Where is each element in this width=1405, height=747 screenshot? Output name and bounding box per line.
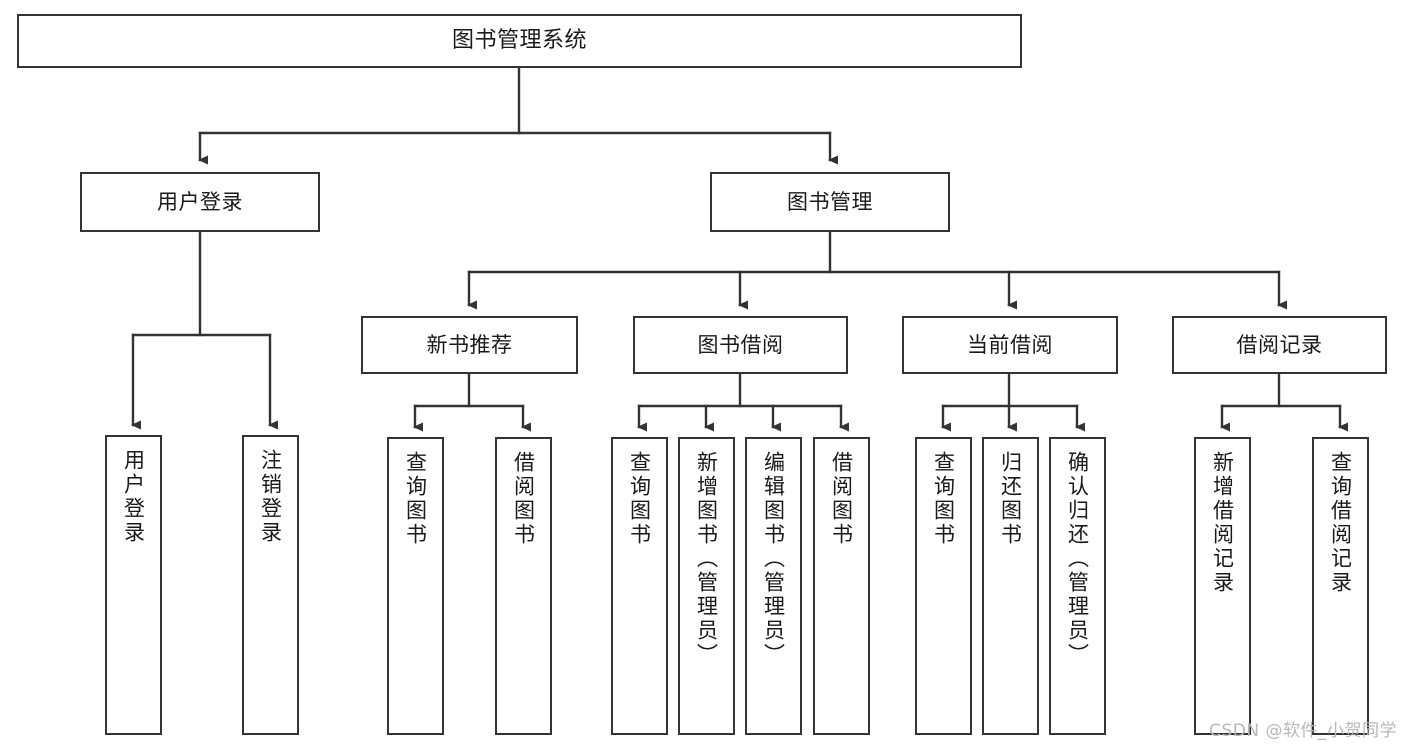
node-leaf-query-book-1[interactable]: 查询图书 [387,437,444,735]
node-borrow-record[interactable]: 借阅记录 [1172,316,1387,374]
node-label: 借阅图书 [511,451,536,547]
node-leaf-user-login[interactable]: 用户登录 [105,435,162,735]
node-book-management[interactable]: 图书管理 [710,172,950,232]
node-leaf-query-book-2[interactable]: 查询图书 [611,437,668,735]
node-label: 借阅记录 [1236,332,1323,357]
node-label: 借阅图书 [829,451,854,547]
node-label: 归还图书 [998,451,1023,547]
node-label: 当前借阅 [967,332,1053,357]
node-leaf-borrow-book-2[interactable]: 借阅图书 [813,437,870,735]
node-label: 用户登录 [121,449,146,545]
node-user-login[interactable]: 用户登录 [80,172,320,232]
node-new-book-recommend[interactable]: 新书推荐 [361,316,578,374]
node-book-borrow[interactable]: 图书借阅 [633,316,848,374]
node-label: 注销登录 [258,449,283,545]
node-label: 新书推荐 [426,332,513,357]
node-label: 新增借阅记录 [1210,451,1235,595]
node-leaf-edit-book-admin[interactable]: 编辑图书（管理员） [745,437,802,735]
node-label: 查询图书 [627,451,652,547]
node-root-book-management-system[interactable]: 图书管理系统 [17,14,1022,68]
node-current-borrow[interactable]: 当前借阅 [902,316,1118,374]
node-leaf-borrow-book-1[interactable]: 借阅图书 [495,437,552,735]
node-leaf-return-book[interactable]: 归还图书 [982,437,1039,735]
node-label: 新增图书（管理员） [694,451,719,667]
node-leaf-add-borrow-record[interactable]: 新增借阅记录 [1194,437,1251,735]
node-label: 用户登录 [157,189,243,214]
node-leaf-query-book-3[interactable]: 查询图书 [915,437,972,735]
node-label: 查询借阅记录 [1328,451,1353,595]
node-label: 查询图书 [403,451,428,547]
node-label: 图书借阅 [697,332,784,357]
node-label: 图书管理系统 [451,28,587,54]
node-label: 编辑图书（管理员） [761,451,786,667]
node-leaf-confirm-return-admin[interactable]: 确认归还（管理员） [1049,437,1106,735]
node-leaf-query-borrow-record[interactable]: 查询借阅记录 [1312,437,1369,735]
node-label: 确认归还（管理员） [1065,451,1090,667]
csdn-watermark: CSDN @软件_小贺同学 [1209,721,1397,741]
node-label: 查询图书 [931,451,956,547]
node-leaf-logout[interactable]: 注销登录 [242,435,299,735]
node-label: 图书管理 [787,189,873,214]
node-leaf-add-book-admin[interactable]: 新增图书（管理员） [678,437,735,735]
